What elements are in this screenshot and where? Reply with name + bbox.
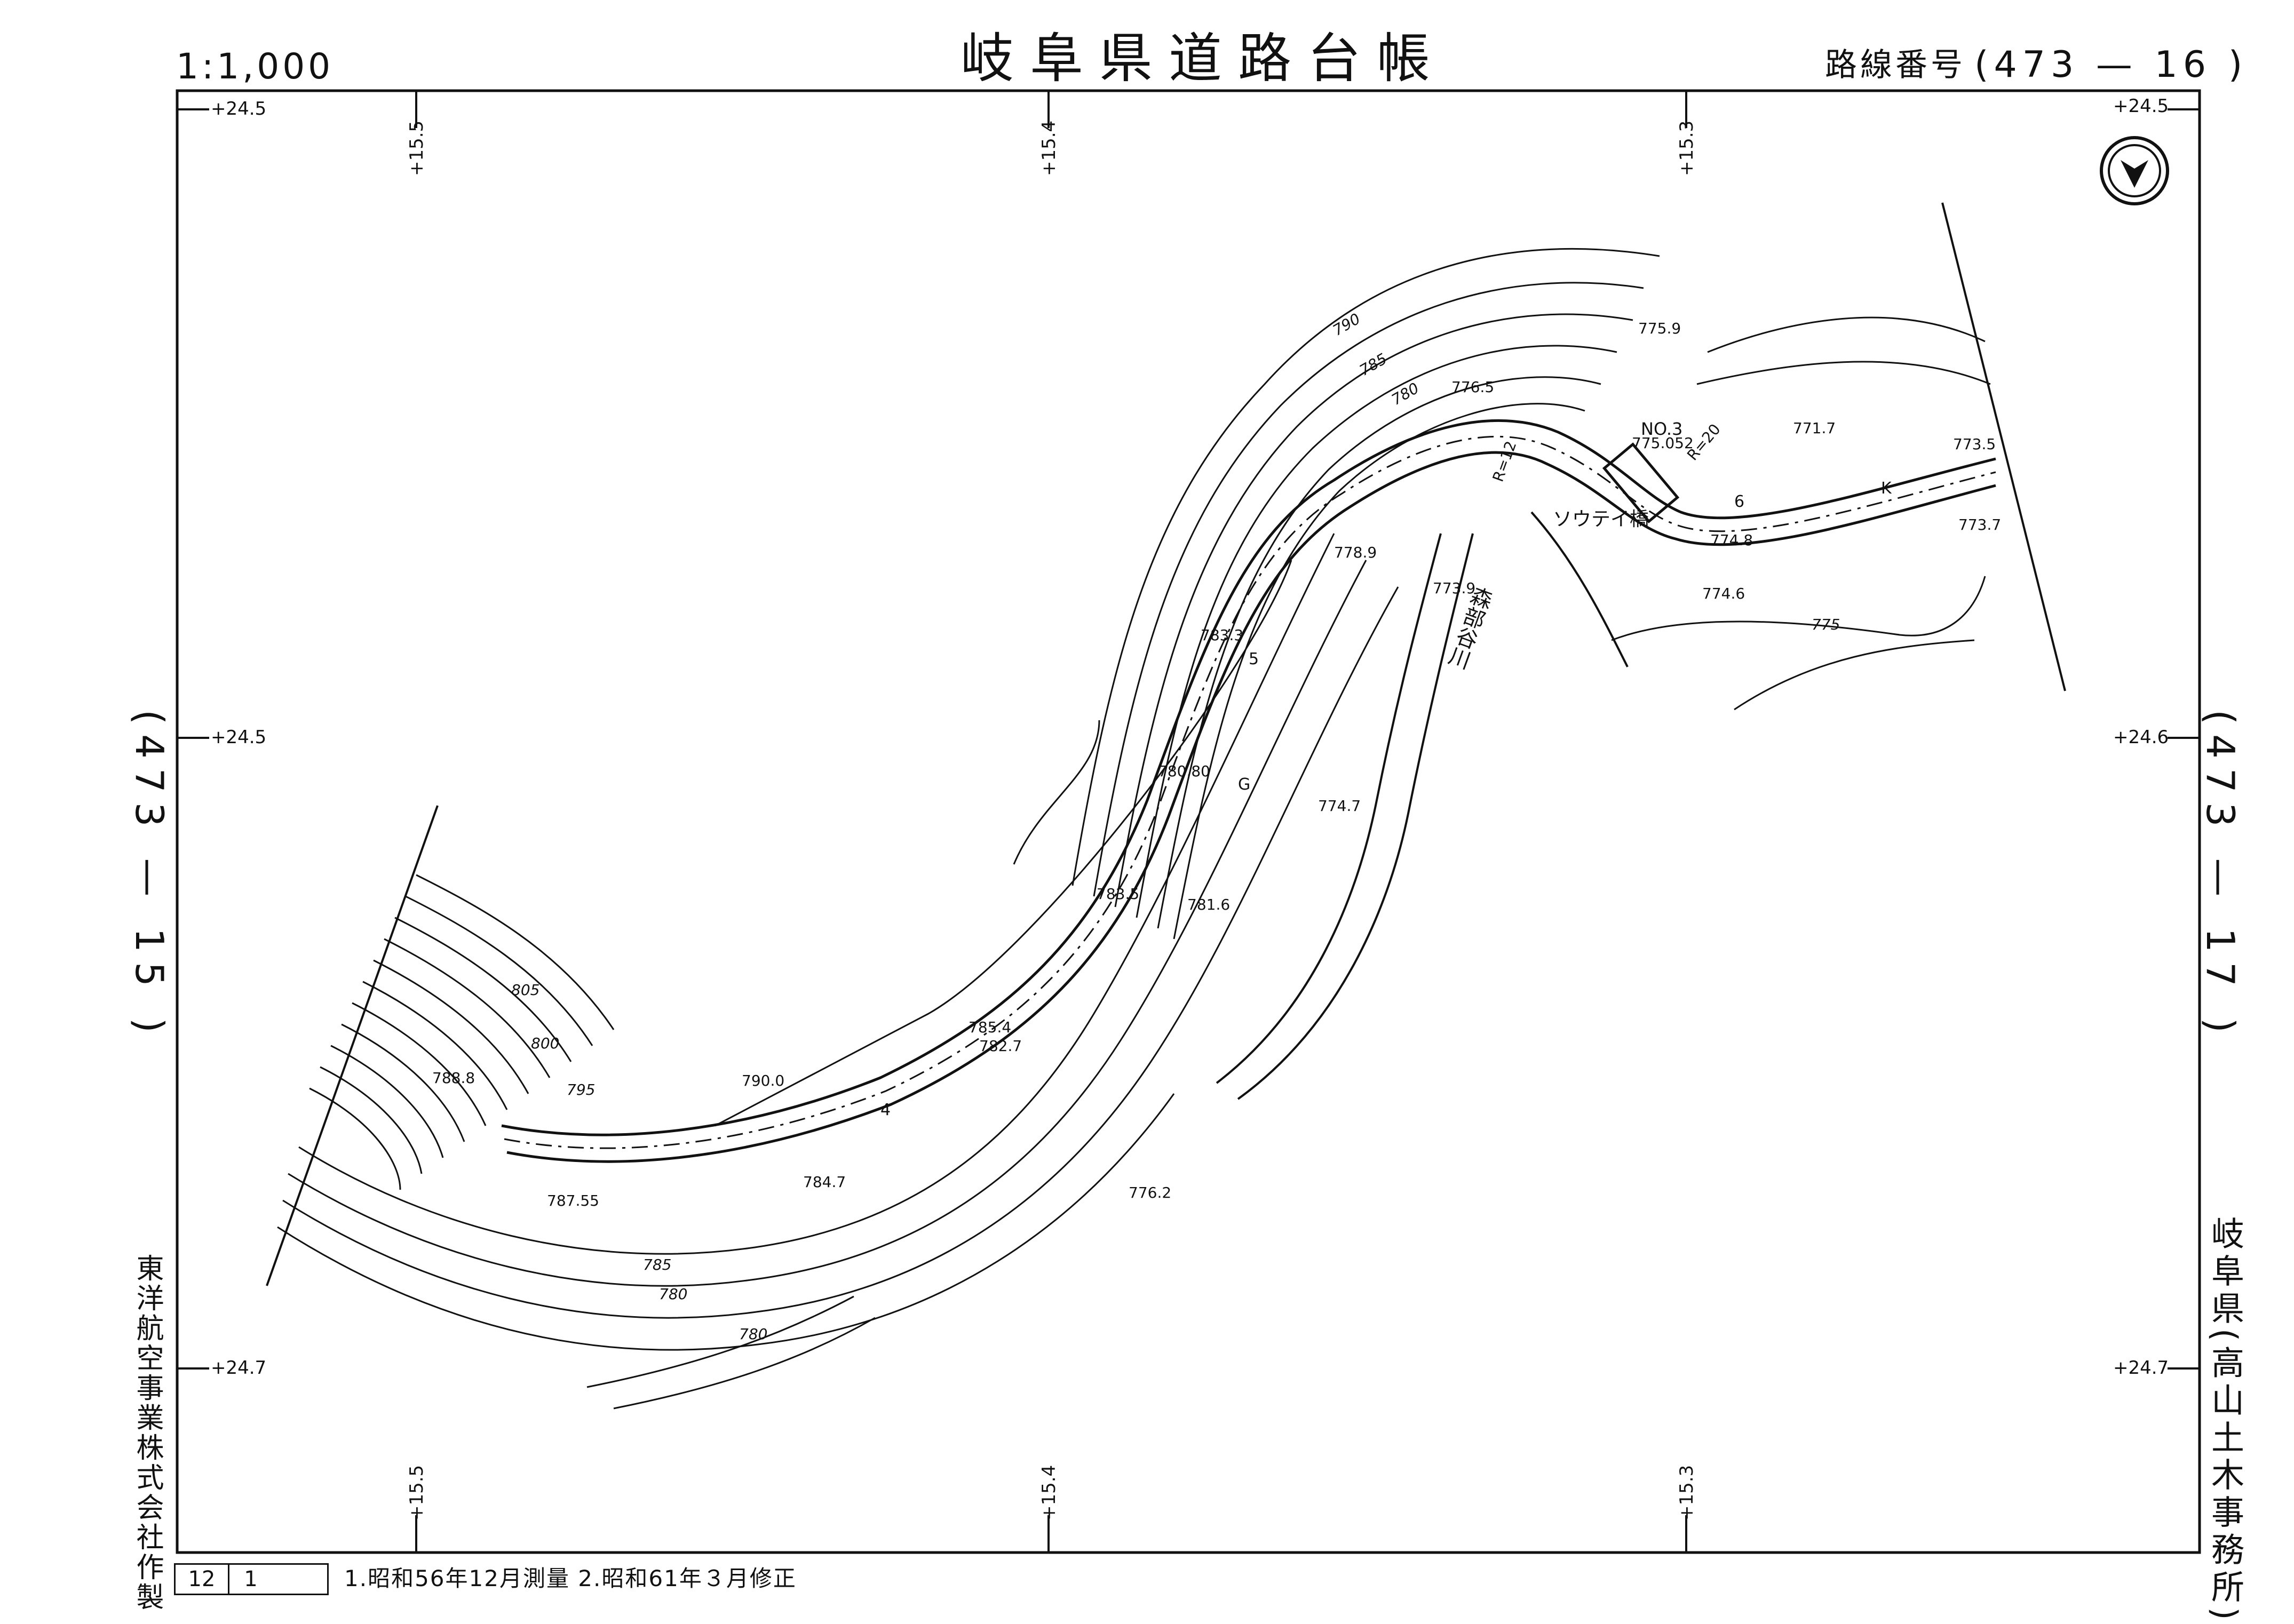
grid-label-right-3: +24.7 <box>2113 1357 2169 1379</box>
road-mark: 4 <box>880 1101 891 1119</box>
grid-label-top-3: +15.3 <box>1676 121 1697 176</box>
contour-labels: 790 785 780 805 800 795 785 780 780 775 <box>511 310 1840 1343</box>
contour-label: 780 <box>659 1285 687 1303</box>
survey-boundaries <box>266 202 2066 1286</box>
grid-label-right-1: +24.5 <box>2113 95 2169 117</box>
road-centerline <box>504 435 1996 1149</box>
contour-label: 800 <box>531 1034 559 1052</box>
adjacent-sheet-left: (473 — 15 ) <box>127 710 172 1042</box>
road-mark: 5 <box>1249 650 1259 668</box>
contour-label: 780 <box>1388 379 1422 409</box>
map-office: 岐阜県(高山土木事務所) <box>2205 1216 2244 1624</box>
spot-height: 771.7 <box>1793 419 1836 437</box>
spot-height: 781.6 <box>1187 896 1230 913</box>
spot-height: 784.7 <box>803 1173 846 1191</box>
spot-height: 785.4 <box>969 1018 1011 1036</box>
contour-label: 780 <box>739 1325 767 1343</box>
survey-notes: 1.昭和56年12月測量 2.昭和61年３月修正 <box>344 1565 797 1591</box>
north-arrow-icon <box>2100 136 2169 205</box>
route-number: (473 — 16 ) <box>1974 44 2248 86</box>
curve-radius-1: R=12 <box>1489 439 1520 484</box>
grid-label-top-2: +15.4 <box>1038 121 1060 176</box>
contour-label: 805 <box>511 981 539 999</box>
grid-label-bottom-2: +15.4 <box>1038 1465 1060 1520</box>
map-scale: 1:1,000 <box>176 46 334 87</box>
map-maker: 東洋航空事業株式会社作製 <box>131 1254 163 1612</box>
place-labels: ソウテイ橋 森部谷川 NO.3 R=12 R=20 <box>1443 419 1724 671</box>
grid-label-bottom-1: +15.5 <box>406 1465 427 1520</box>
grid-label-bottom-3: +15.3 <box>1676 1465 1697 1520</box>
station-label: NO.3 <box>1641 419 1682 439</box>
road-mark: 6 <box>1734 492 1744 511</box>
spot-heights: 775.9 776.5 771.7 773.5 775.052 774.8 77… <box>432 320 2001 1209</box>
spot-height: 773.9 <box>1433 579 1475 597</box>
sheet-number-b: 1 <box>244 1567 258 1591</box>
spot-height: 787.55 <box>547 1192 599 1209</box>
grid-label-right-2: +24.6 <box>2113 727 2169 748</box>
spot-height: 774.8 <box>1710 531 1753 549</box>
road-mark: G <box>1238 775 1250 794</box>
grid-label-top-1: +15.5 <box>406 121 427 176</box>
spot-height: 776.5 <box>1451 378 1494 396</box>
spot-height: 790.0 <box>742 1072 784 1089</box>
road-mark: K <box>1881 479 1892 498</box>
contour-lines-south <box>277 533 1399 1410</box>
contour-lines-upper <box>1013 248 1660 940</box>
sheet-number-a: 12 <box>176 1565 229 1594</box>
map-title: 岐阜県道路台帳 <box>961 27 1446 90</box>
bridge-name: ソウテイ橋 <box>1553 508 1649 530</box>
spot-height: 775.052 <box>1632 434 1694 452</box>
river-moribedani <box>1216 511 1629 1100</box>
spot-height: 788.8 <box>432 1069 475 1087</box>
contour-label: 775 <box>1812 616 1840 633</box>
contour-lines-southwest <box>309 874 615 1190</box>
spot-height: 774.7 <box>1318 797 1361 815</box>
contour-label: 790 <box>1330 310 1363 339</box>
map-frame <box>176 89 2201 1554</box>
spot-height: 782.7 <box>979 1037 1022 1055</box>
grid-label-left-2: +24.5 <box>211 727 266 748</box>
spot-height: 773.5 <box>1953 435 1996 453</box>
adjacent-sheet-right: (473 — 17 ) <box>2198 710 2243 1042</box>
contour-lines-east <box>1611 316 1991 711</box>
spot-height: 776.2 <box>1129 1184 1171 1201</box>
spot-height: 783.3 <box>1201 626 1243 644</box>
contour-label: 795 <box>567 1081 595 1098</box>
spot-height: 783.5 <box>1097 885 1139 903</box>
bridge-soutei <box>1602 442 1680 523</box>
spot-height: 773.7 <box>1958 516 2001 534</box>
spot-height: 774.6 <box>1702 585 1745 602</box>
spot-height: 780.80 <box>1158 762 1210 780</box>
spot-height: 775.9 <box>1638 320 1681 337</box>
grid-label-left-3: +24.7 <box>211 1357 266 1379</box>
sheet-number-box: 12 1 <box>174 1563 329 1595</box>
route-number-label: 路線番号 <box>1825 46 1966 84</box>
road-prefectural-473 <box>501 419 1996 1163</box>
road-marks: 5 G 4 6 K <box>880 479 1892 1119</box>
grid-label-left-1: +24.5 <box>211 98 266 120</box>
grid-ticks <box>177 91 2200 1553</box>
contour-label: 785 <box>643 1256 671 1273</box>
cut-slope-hatching <box>715 560 1292 1127</box>
spot-height: 778.9 <box>1334 544 1377 561</box>
